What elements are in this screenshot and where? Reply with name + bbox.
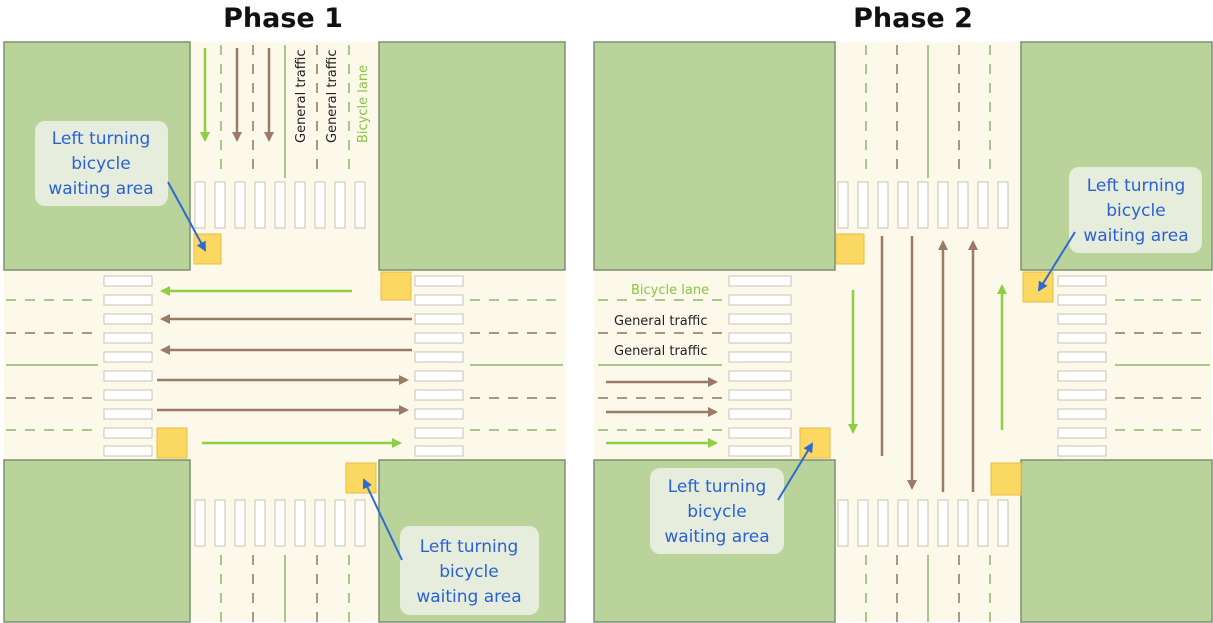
callout-waiting-area-sw: Left turning bicycle waiting area: [650, 468, 784, 554]
crosswalk-south: [194, 499, 366, 547]
pointer-arrow: [777, 442, 814, 501]
lane-markings-east: [1115, 299, 1210, 431]
waiting-box-nw: [835, 233, 865, 265]
callout-waiting-area-ne: Left turning bicycle waiting area: [1069, 167, 1202, 253]
city-block-se: [1020, 459, 1213, 623]
callout-waiting-area-nw: Left turning bicycle waiting area: [35, 121, 168, 206]
waiting-box-sw: [156, 427, 188, 459]
phase-2-title: Phase 2: [853, 3, 973, 34]
svg-text:Left turning: Left turning: [1087, 176, 1186, 196]
phase-2-panel: Phase 2: [593, 3, 1213, 623]
phase-1-panel: Phase 1: [3, 3, 566, 623]
svg-text:waiting area: waiting area: [48, 179, 153, 199]
lane-markings-west: [6, 299, 98, 431]
pointer-arrow: [362, 478, 403, 561]
city-block-sw: [3, 459, 191, 623]
lane-label-general-traffic: General traffic: [614, 344, 708, 359]
pointer-arrow: [1037, 231, 1076, 292]
lane-markings-north: [220, 45, 350, 178]
svg-text:bicycle: bicycle: [1106, 201, 1165, 221]
svg-text:waiting area: waiting area: [416, 587, 521, 607]
callout-waiting-area-se: Left turning bicycle waiting area: [400, 526, 539, 615]
phase-1-title: Phase 1: [223, 3, 343, 34]
lane-markings-south: [220, 555, 350, 622]
svg-text:Left turning: Left turning: [52, 129, 151, 149]
lane-label-bicycle-lane: Bicycle lane: [356, 65, 371, 143]
crosswalk-south: [837, 499, 1009, 547]
lane-label-general-traffic: General traffic: [614, 314, 708, 329]
waiting-box-ne: [380, 271, 412, 301]
svg-text:bicycle: bicycle: [687, 502, 746, 522]
svg-text:Left turning: Left turning: [668, 477, 767, 497]
svg-text:bicycle: bicycle: [71, 154, 130, 174]
city-block-ne: [378, 41, 566, 271]
lane-markings-south: [865, 555, 991, 622]
crosswalk-west: [728, 275, 792, 457]
lane-label-general-traffic: General traffic: [294, 50, 309, 144]
waiting-box-se: [990, 462, 1022, 496]
lane-markings-north: [865, 45, 991, 178]
waiting-box-se: [345, 462, 377, 494]
crosswalk-north: [837, 181, 1009, 229]
svg-text:waiting area: waiting area: [1083, 226, 1188, 246]
svg-text:Left turning: Left turning: [420, 537, 519, 557]
crosswalk-east: [1057, 275, 1107, 457]
pointer-arrow: [167, 181, 206, 252]
crosswalk-east: [414, 275, 464, 457]
lane-label-bicycle-lane: Bicycle lane: [631, 283, 709, 298]
lane-markings-east: [470, 299, 563, 431]
crosswalk-north: [194, 181, 366, 229]
lane-label-general-traffic: General traffic: [325, 50, 340, 144]
city-block-nw: [593, 41, 836, 271]
svg-text:bicycle: bicycle: [439, 562, 498, 582]
lane-markings-west: [598, 299, 722, 431]
crosswalk-west: [103, 275, 153, 457]
waiting-box-sw: [799, 427, 831, 459]
svg-text:waiting area: waiting area: [664, 527, 769, 547]
